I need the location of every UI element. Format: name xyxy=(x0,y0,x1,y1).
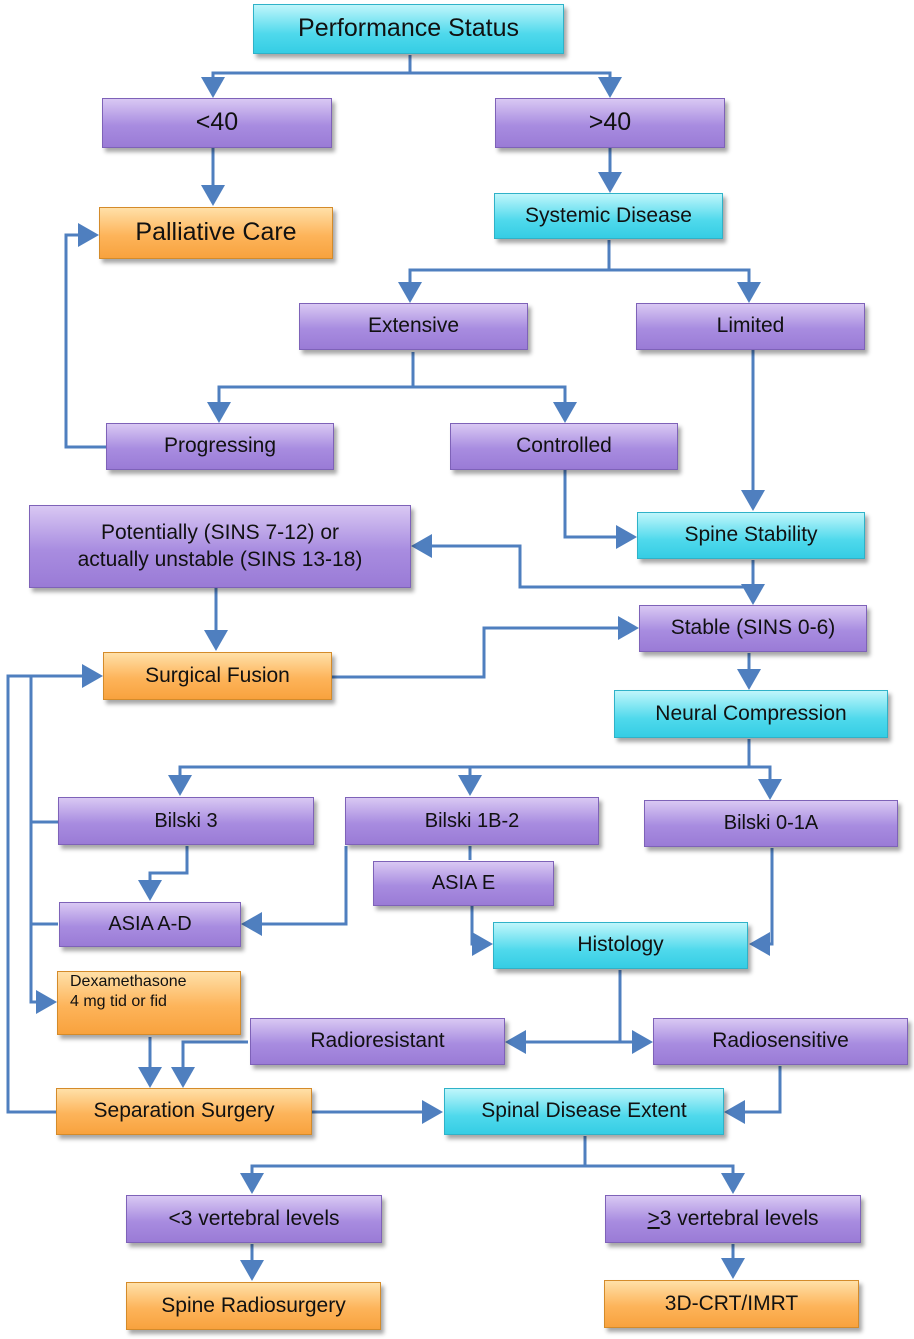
node-label: Surgical Fusion xyxy=(145,663,290,687)
node-progressing: Progressing xyxy=(106,423,334,470)
node-bilski3: Bilski 3 xyxy=(58,797,314,845)
arrow-bilski01a-to-histology xyxy=(749,848,774,956)
node-label: Bilski 3 xyxy=(154,809,218,832)
node-spine-radiosurgery: Spine Radiosurgery xyxy=(126,1282,381,1330)
node-label: 3 vertebral levels xyxy=(659,1206,819,1230)
node-asia-ad: ASIA A-D xyxy=(59,902,241,947)
node-label: Controlled xyxy=(516,434,612,458)
node-bilski01a: Bilski 0-1A xyxy=(644,800,898,847)
node-label-line1: Potentially (SINS 7-12) or xyxy=(100,521,340,545)
node-label: <3 vertebral levels xyxy=(168,1206,340,1230)
arrow-extensive-to-progressing xyxy=(207,352,415,423)
arrow-bilski1b2-to-asiaad xyxy=(241,846,348,936)
arrow-neural-to-bilski3 xyxy=(168,739,751,796)
node-radioresistant: Radioresistant xyxy=(250,1018,505,1065)
node-separation-surgery: Separation Surgery xyxy=(56,1088,312,1135)
arrow-bilski3-to-asiaad xyxy=(138,846,189,901)
node-ge3-levels: >3 vertebral levels xyxy=(605,1195,861,1243)
node-label: Histology xyxy=(577,933,664,957)
node-label: ASIA A-D xyxy=(108,913,192,935)
node-label: 3D-CRT/IMRT xyxy=(664,1291,799,1315)
node-label: >40 xyxy=(588,108,632,137)
node-controlled: Controlled xyxy=(450,423,678,470)
node-label: Palliative Care xyxy=(135,218,297,247)
arrow-radiosensitive-to-extent xyxy=(724,1066,782,1124)
arrow-extensive-to-controlled xyxy=(413,385,577,423)
node-label: Radioresistant xyxy=(310,1029,445,1053)
arrow-systemic-to-extensive xyxy=(398,240,611,303)
arrow-progressing-to-palliative xyxy=(64,223,106,449)
arrow-separation-to-fusion xyxy=(6,664,103,1114)
node-asia-e: ASIA E xyxy=(373,861,554,906)
node-extensive: Extensive xyxy=(299,303,528,350)
node-lt3-levels: <3 vertebral levels xyxy=(126,1195,382,1243)
node-histology: Histology xyxy=(493,922,748,969)
arrow-fusion-to-stable xyxy=(332,616,639,679)
node-label: <40 xyxy=(195,108,239,137)
arrow-left-to-dexa xyxy=(29,822,57,1014)
node-label: Spinal Disease Extent xyxy=(481,1099,687,1123)
node-radiosensitive: Radiosensitive xyxy=(653,1018,908,1065)
node-label-line2: actually unstable (SINS 13-18) xyxy=(77,547,363,571)
arrow-extent-to-ge3 xyxy=(585,1164,745,1194)
node-label: Limited xyxy=(716,314,785,338)
node-label: Progressing xyxy=(163,434,277,458)
node-spinal-disease-extent: Spinal Disease Extent xyxy=(444,1088,724,1135)
arrow-asiae-to-histology xyxy=(470,906,493,956)
node-surgical-fusion: Surgical Fusion xyxy=(103,652,332,700)
node-spine-stability: Spine Stability xyxy=(637,512,865,559)
arrow-bilski3-to-fusion xyxy=(29,676,58,824)
node-systemic-disease: Systemic Disease xyxy=(494,193,723,239)
node-label: Radiosensitive xyxy=(712,1029,849,1053)
arrow-histology-to-radioresistant xyxy=(505,970,622,1054)
node-gt40: >40 xyxy=(495,98,725,148)
arrow-ps-to-gt40 xyxy=(410,71,622,98)
node-neural-compression: Neural Compression xyxy=(614,690,888,738)
node-3dcrt-imrt: 3D-CRT/IMRT xyxy=(604,1280,859,1328)
arrow-stability-to-unstable xyxy=(411,534,755,589)
arrow-extent-to-lt3 xyxy=(240,1136,587,1194)
node-label: ASIA E xyxy=(431,872,496,894)
arrow-radioresistant-to-separation xyxy=(171,1040,248,1088)
node-label: Neural Compression xyxy=(655,701,847,725)
node-performance-status: Performance Status xyxy=(253,4,564,54)
node-label: Spine Radiosurgery xyxy=(161,1293,346,1317)
node-label: Stable (SINS 0-6) xyxy=(670,616,836,640)
node-stable: Stable (SINS 0-6) xyxy=(639,605,867,652)
node-dexamethasone: Dexamethasone 4 mg tid or fid xyxy=(57,971,241,1035)
node-label: Performance Status xyxy=(298,14,519,43)
node-limited: Limited xyxy=(636,303,865,350)
node-label-line2: 4 mg tid or fid xyxy=(70,993,167,1010)
node-label: Spine Stability xyxy=(684,523,818,547)
node-label: Systemic Disease xyxy=(525,203,692,227)
node-label: Bilski 0-1A xyxy=(723,812,819,834)
node-unstable: Potentially (SINS 7-12) or actually unst… xyxy=(29,505,411,588)
node-palliative-care: Palliative Care xyxy=(99,207,333,259)
node-label: Separation Surgery xyxy=(93,1099,275,1123)
arrow-ps-to-lt40 xyxy=(201,55,412,98)
arrow-neural-to-bilski01a xyxy=(749,765,782,800)
node-bilski1b2: Bilski 1B-2 xyxy=(345,797,599,845)
node-label-symbol: > xyxy=(647,1206,660,1230)
node-lt40: <40 xyxy=(102,98,332,148)
node-label: Bilski 1B-2 xyxy=(424,809,520,832)
node-label-line1: Dexamethasone xyxy=(70,973,187,990)
arrow-controlled-to-stability xyxy=(563,470,637,549)
arrow-systemic-to-limited xyxy=(609,268,761,303)
node-label: Extensive xyxy=(367,314,460,338)
